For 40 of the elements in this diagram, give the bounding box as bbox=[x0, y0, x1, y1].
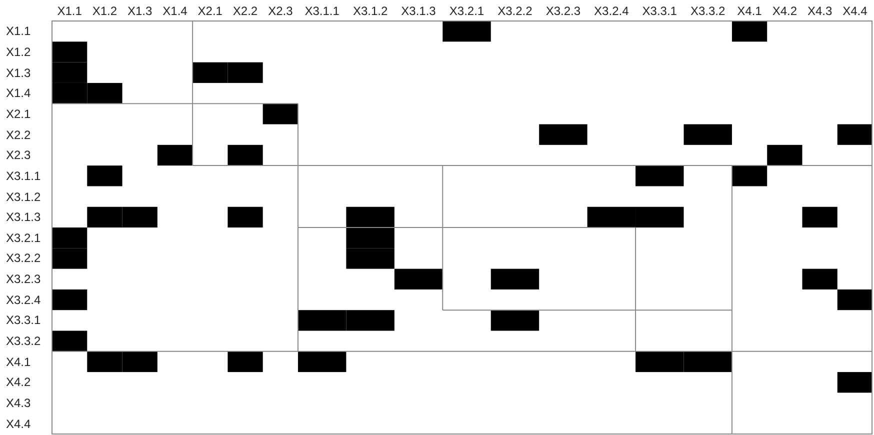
column-header: X1.3 bbox=[128, 4, 152, 18]
row-header: X2.1 bbox=[6, 106, 31, 121]
column-header: X3.3.1 bbox=[642, 4, 677, 18]
column-header: X3.1.3 bbox=[401, 4, 436, 18]
column-header: X2.3 bbox=[268, 4, 293, 18]
row-header: X1.1 bbox=[6, 24, 31, 38]
row-header: X3.2.2 bbox=[6, 251, 41, 266]
column-header: X3.2.3 bbox=[546, 4, 581, 18]
row-header: X1.3 bbox=[6, 66, 31, 80]
column-header: X4.4 bbox=[842, 4, 868, 18]
row-header: X3.1.2 bbox=[6, 190, 41, 204]
column-header: X3.3.2 bbox=[690, 4, 726, 18]
column-header: X3.1.1 bbox=[304, 4, 340, 18]
row-header: X3.3.2 bbox=[6, 334, 41, 348]
row-header: X4.1 bbox=[6, 354, 31, 369]
row-header: X3.1.1 bbox=[6, 168, 41, 183]
row-header: X1.4 bbox=[6, 86, 31, 100]
column-header: X3.2.2 bbox=[498, 4, 532, 18]
row-header: X1.2 bbox=[6, 44, 31, 59]
column-header: X4.2 bbox=[772, 4, 797, 18]
column-header: X1.4 bbox=[162, 4, 188, 18]
row-header: X2.2 bbox=[6, 128, 31, 142]
column-header: X1.2 bbox=[92, 4, 118, 18]
column-header: X3.1.2 bbox=[352, 4, 388, 18]
column-header: X3.2.1 bbox=[449, 4, 484, 18]
column-header: X2.2 bbox=[232, 4, 258, 18]
column-header: X3.2.4 bbox=[594, 4, 629, 18]
row-header: X3.2.4 bbox=[6, 292, 41, 307]
column-header: X2.1 bbox=[198, 4, 222, 18]
row-header: X4.3 bbox=[6, 396, 31, 410]
row-header: X3.2.1 bbox=[6, 230, 41, 245]
row-header: X4.2 bbox=[6, 375, 31, 390]
row-header: X2.3 bbox=[6, 148, 31, 162]
column-header: X4.3 bbox=[807, 4, 832, 18]
column-header: X1.1 bbox=[57, 4, 82, 18]
row-header: X3.3.1 bbox=[6, 313, 41, 328]
row-header: X3.2.3 bbox=[6, 272, 41, 286]
row-header: X4.4 bbox=[6, 416, 31, 431]
row-header: X3.1.3 bbox=[6, 210, 41, 224]
column-header: X4.1 bbox=[737, 4, 762, 18]
